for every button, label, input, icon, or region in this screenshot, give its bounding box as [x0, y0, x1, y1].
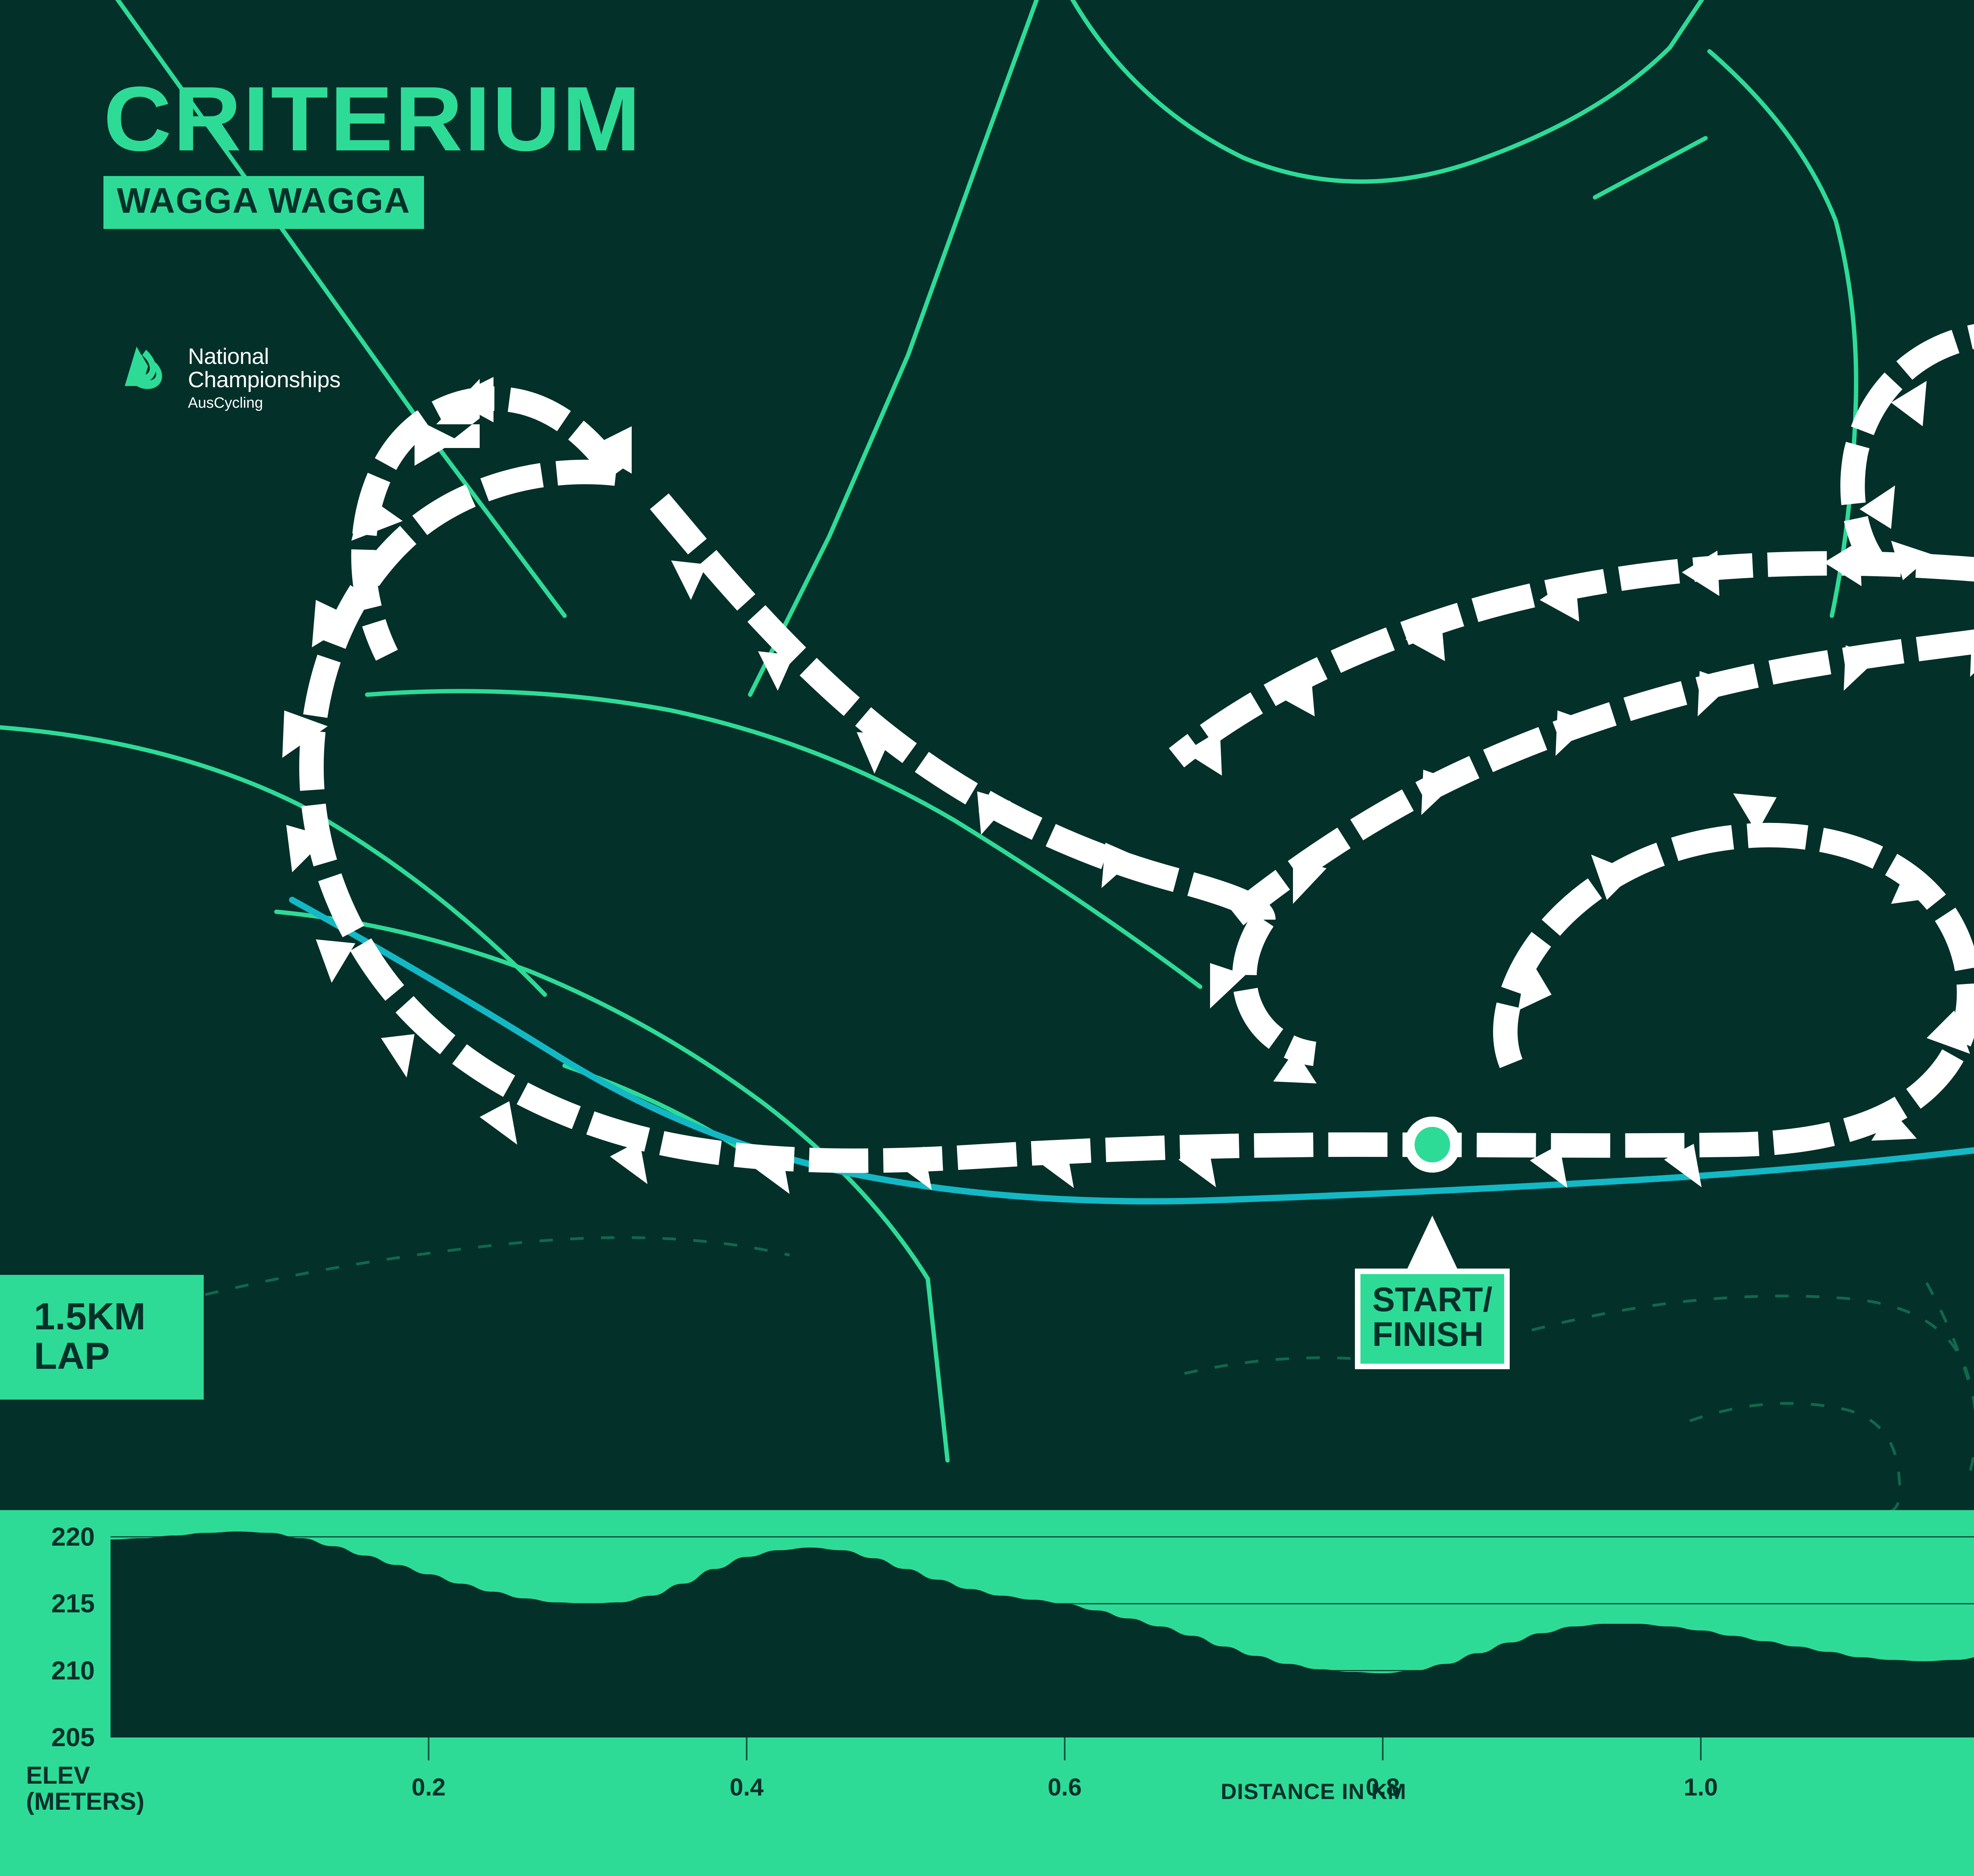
elevation-xlabel-0.2: 0.2	[411, 1774, 446, 1801]
elevation-ylabel-220: 220	[51, 1522, 95, 1551]
start-finish-node	[1404, 1117, 1460, 1173]
start-finish-label: START/ FINISH	[1355, 1269, 1510, 1370]
elevation-y-axis-title: ELEV (METERS)	[26, 1762, 144, 1815]
auscycling-logo-text: National Championships AusCycling	[188, 343, 341, 414]
course-arrowheads	[282, 377, 1974, 1194]
logo-line-2: Championships	[188, 367, 341, 393]
elevation-xlabel-0.8: 0.8	[1366, 1774, 1400, 1801]
title-block: CRITERIUM WAGGA WAGGA	[103, 73, 640, 229]
map-graphics	[0, 0, 1974, 1510]
elevation-xlabel-1.0: 1.0	[1683, 1774, 1718, 1801]
course-route	[282, 324, 1974, 1194]
start-finish-marker: START/ FINISH	[1355, 1216, 1510, 1370]
contour-lines	[205, 1236, 1974, 1510]
cyan-watercourse	[289, 897, 1974, 1205]
logo-subtitle: AusCycling	[188, 394, 263, 411]
elevation-xlabel-0.6: 0.6	[1047, 1774, 1082, 1801]
elevation-chart	[111, 1531, 1974, 1760]
course-upper-diagonal	[650, 493, 1276, 922]
course-inner-hook	[1232, 913, 1317, 1066]
course-mid-outbound	[1228, 629, 1974, 926]
elevation-area	[111, 1531, 1974, 1737]
elevation-xtick-marks	[428, 1737, 1702, 1760]
course-map-panel: CRITERIUM WAGGA WAGGA National Champions…	[0, 0, 1974, 1510]
elevation-ylabel-210: 210	[51, 1655, 95, 1685]
background-road-lines	[0, 0, 1858, 1463]
elevation-ylabel-215: 215	[51, 1589, 95, 1618]
page-title: CRITERIUM	[103, 68, 642, 170]
course-right-loop	[1840, 324, 1974, 577]
lap-distance-badge: 1.5KM LAP	[0, 1275, 204, 1400]
auscycling-logo: National Championships AusCycling	[118, 343, 341, 414]
logo-line-1: National	[188, 344, 269, 369]
course-outer-loop	[299, 459, 1974, 1173]
elevation-ylabel-205: 205	[51, 1722, 95, 1752]
auscycling-logo-mark	[118, 343, 178, 393]
location-badge: WAGGA WAGGA	[103, 176, 424, 229]
elevation-y-axis-labels: 205 210 215 220	[0, 1510, 95, 1876]
elevation-x-axis-title: DISTANCE IN KM	[1221, 1779, 1407, 1804]
course-topleft-lobe	[351, 386, 626, 661]
elevation-gridlines-overlay	[111, 1536, 1974, 1672]
start-finish-pointer-icon	[1406, 1216, 1458, 1271]
elevation-xlabel-0.4: 0.4	[730, 1774, 764, 1801]
